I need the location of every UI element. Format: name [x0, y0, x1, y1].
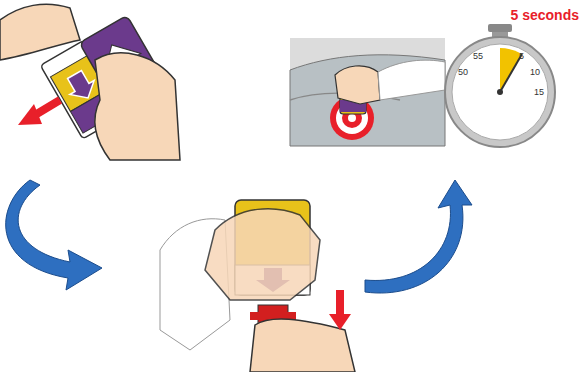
step-remove-cap	[0, 0, 185, 165]
duration-label: 5 seconds	[511, 8, 579, 22]
dial-number: 10	[530, 68, 540, 77]
stopwatch	[445, 24, 555, 147]
cycle-arrow	[6, 180, 102, 290]
cycle-arrow	[365, 180, 472, 293]
dial-number: 15	[534, 88, 544, 97]
step-pull-tip	[160, 200, 355, 372]
dial-number: 55	[473, 52, 483, 61]
dial-number: 50	[458, 68, 468, 77]
step-inject	[290, 38, 445, 146]
dial-number: 5	[519, 52, 524, 61]
